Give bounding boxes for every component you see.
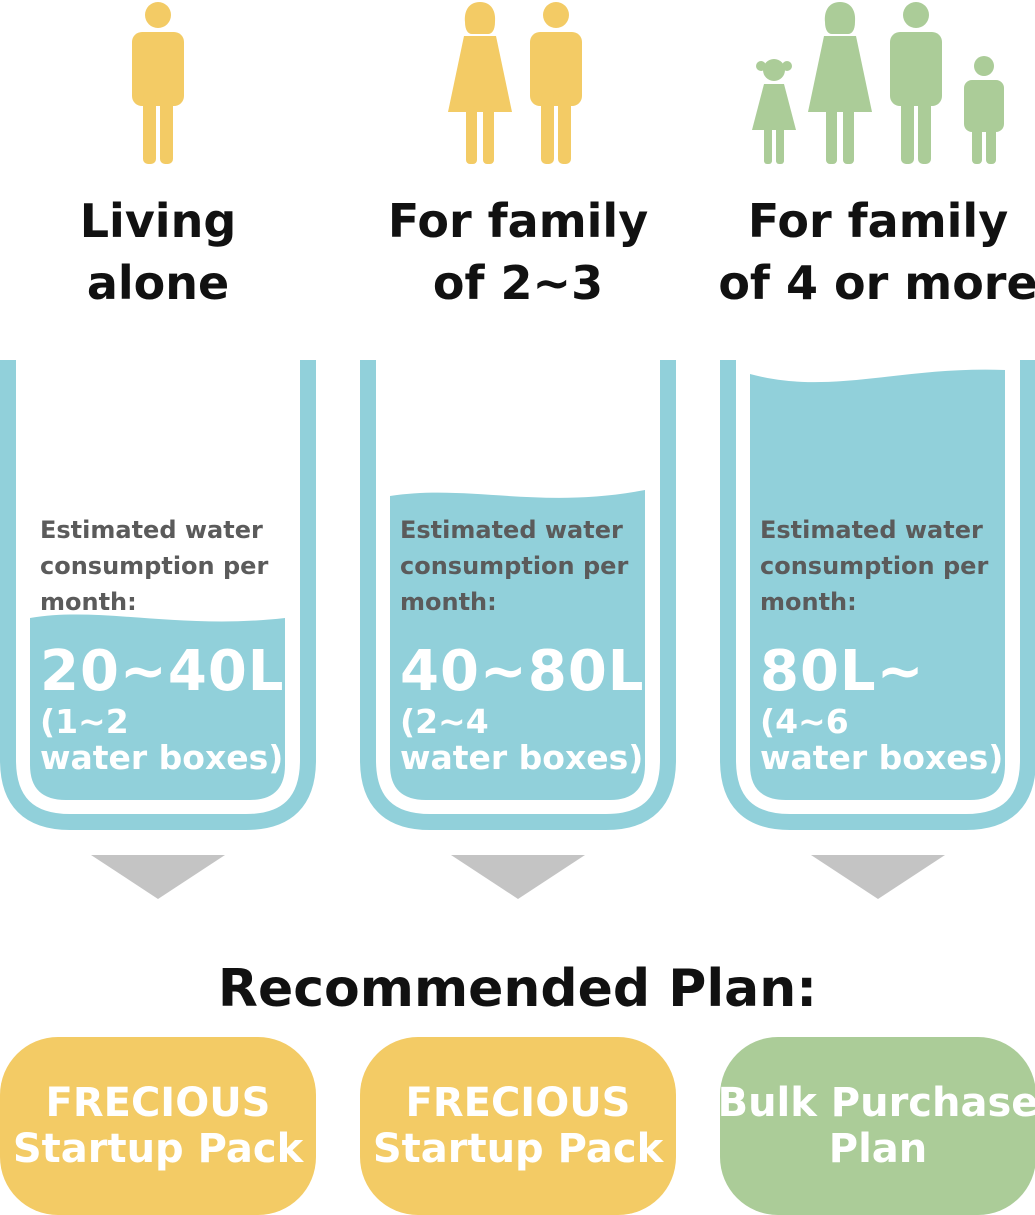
consumption-amount: 40~80L (400, 639, 645, 704)
glass-outline (0, 360, 316, 830)
boxes-line-2: water boxes) (40, 738, 284, 777)
consumption-label: Estimated water consumption per month: (760, 516, 989, 616)
title-line-1: For family (747, 194, 1009, 248)
consumption-info: Estimated water consumption per month: (40, 512, 310, 620)
plan-line-1: FRECIOUS (45, 1080, 271, 1126)
consumption-info: Estimated water consumption per month: (760, 512, 1030, 620)
column-family-4-plus: For family of 4 or more Estimated water … (718, 0, 1035, 1215)
plan-line-1: FRECIOUS (405, 1080, 631, 1126)
plan-line-2: Plan (828, 1126, 928, 1172)
woman-icon (808, 2, 872, 164)
water-glass (360, 360, 676, 832)
recommended-heading: Recommended Plan: (217, 959, 818, 1019)
title-line-1: For family (387, 194, 649, 248)
water-fill (390, 490, 645, 800)
title-line-1: Living (79, 194, 237, 248)
consumption-info: Estimated water consumption per month: (400, 512, 670, 620)
man-icon (890, 2, 942, 164)
water-boxes: (1~2 water boxes) (40, 704, 283, 776)
adult-person-icon (132, 2, 184, 164)
water-fill (30, 614, 285, 800)
consumption-amount: 20~40L (40, 639, 285, 704)
title-line-2: alone (86, 256, 230, 310)
consumption-amount: 80L~ (760, 639, 925, 704)
man-icon (530, 2, 582, 164)
consumption-label: Estimated water consumption per month: (400, 516, 629, 616)
plan-line-2: Startup Pack (12, 1126, 304, 1172)
boxes-line-1: (2~4 (400, 702, 489, 741)
water-boxes: (2~4 water boxes) (400, 704, 643, 776)
glass-outline (360, 360, 676, 830)
water-glass (0, 360, 316, 832)
water-glass (720, 360, 1035, 832)
plan-startup-pack-2[interactable]: FRECIOUS Startup Pack (360, 1037, 676, 1215)
figures-group (360, 0, 676, 170)
plan-line-2: Startup Pack (372, 1126, 664, 1172)
plan-startup-pack-1[interactable]: FRECIOUS Startup Pack (0, 1037, 316, 1215)
boxes-line-1: (4~6 (760, 702, 849, 741)
title-line-2: of 4 or more (718, 256, 1035, 310)
down-arrow-icon (811, 855, 945, 899)
down-arrow-icon (91, 855, 225, 899)
water-fill (750, 369, 1005, 800)
figures-group (0, 0, 316, 170)
column-family-2-3: For family of 2~3 Estimated water consum… (360, 0, 676, 1215)
boxes-line-2: water boxes) (400, 738, 644, 777)
column-title: For family of 2~3 (330, 190, 706, 314)
column-title: For family of 4 or more (690, 190, 1035, 314)
title-line-2: of 2~3 (432, 256, 604, 310)
water-boxes: (4~6 water boxes) (760, 704, 1003, 776)
glass-outline (720, 360, 1035, 830)
plan-bulk-purchase[interactable]: Bulk Purchase Plan (717, 1037, 1035, 1215)
consumption-label: Estimated water consumption per month: (40, 516, 269, 616)
boxes-line-1: (1~2 (40, 702, 129, 741)
figures-group (720, 0, 1035, 170)
boxes-line-2: water boxes) (760, 738, 1004, 777)
plan-line-1: Bulk Purchase (717, 1080, 1035, 1126)
column-living-alone: Living alone Estimated water consumption… (0, 0, 316, 1215)
boy-icon (964, 56, 1004, 164)
down-arrow-icon (451, 855, 585, 899)
girl-icon (752, 59, 796, 164)
column-title: Living alone (0, 190, 346, 314)
woman-icon (448, 2, 512, 164)
